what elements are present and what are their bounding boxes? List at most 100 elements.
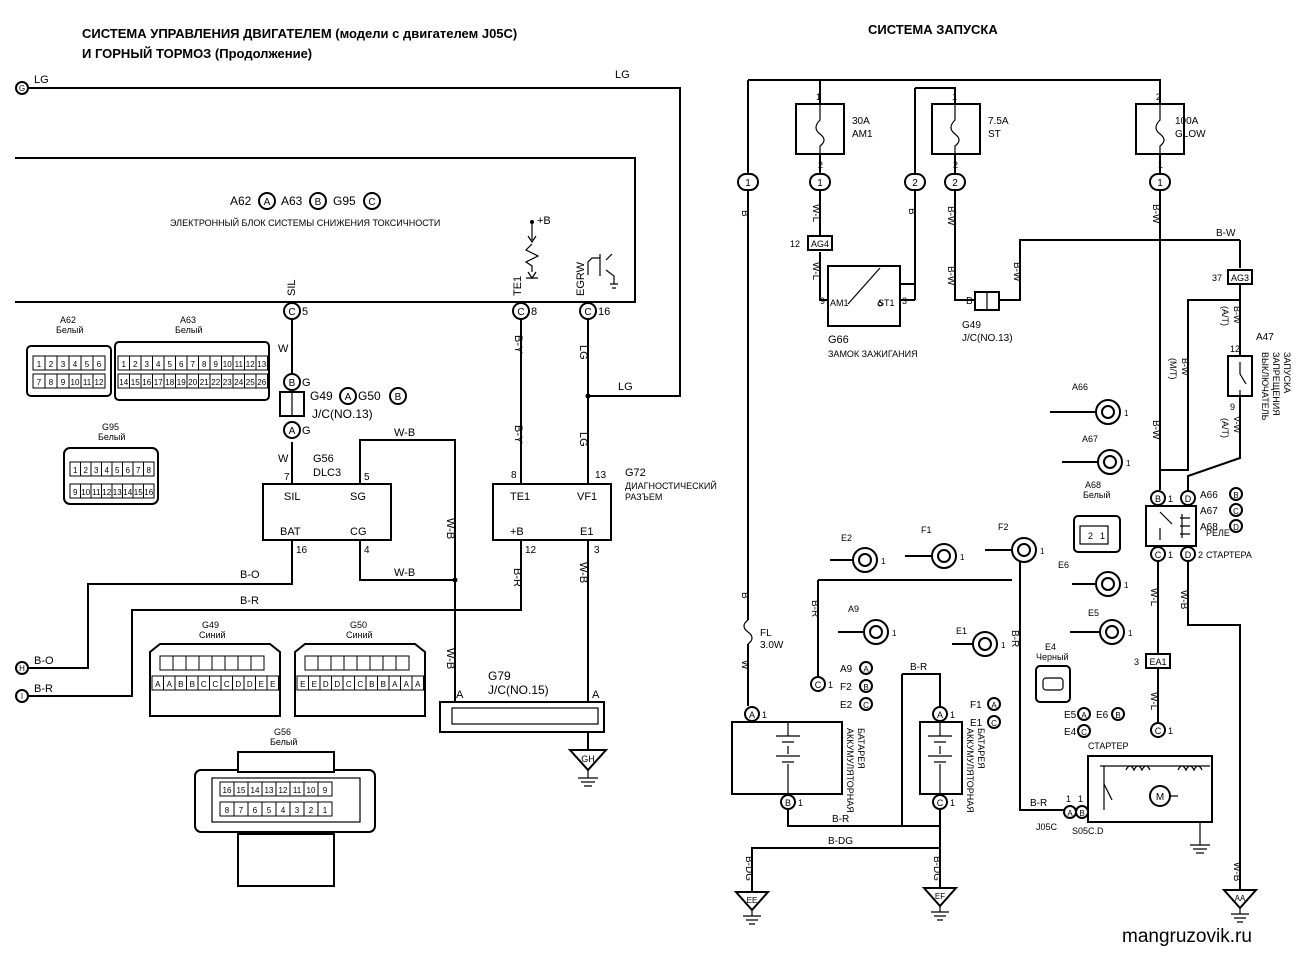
svg-text:A: A [991, 701, 997, 710]
svg-text:EA1: EA1 [1149, 657, 1166, 667]
fl-rating: 3.0W [760, 640, 784, 651]
right-title: СИСТЕМА ЗАПУСКА [868, 22, 998, 37]
svg-text:Синий: Синий [199, 630, 226, 640]
connector-pin [143, 483, 155, 499]
connector-pin-label: 14 [251, 786, 260, 795]
term-a9: A9 [848, 604, 859, 614]
connector-pin-label: 5 [168, 360, 173, 369]
connector-pin-label: 14 [119, 378, 128, 387]
svg-text:16: 16 [598, 306, 610, 318]
g49-jc-13-right: G49 J/C(NO.13) [962, 291, 1013, 344]
connector-pin-label: D [334, 680, 340, 689]
a47-start-inhibit-switch: 12 9 A47 ВЫКЛЮЧАТЕЛЬ ЗАПРЕЩЕНИЯ ЗАПУСКА [1227, 332, 1292, 421]
connector-pin-label: 7 [136, 466, 141, 475]
ag4-connector: AG4 12 [790, 235, 833, 251]
connector-pin-label: 2 [49, 360, 54, 369]
wire-vw: V-W [1232, 416, 1242, 434]
svg-text:S05C.D: S05C.D [1072, 826, 1104, 836]
svg-text:A: A [937, 710, 943, 720]
ring-terminal [937, 549, 951, 563]
svg-text:C: C [991, 719, 997, 728]
connector-pin-label: 10 [223, 360, 232, 369]
watermark-text: mangruzovik.ru [1122, 926, 1252, 947]
svg-text:Белый: Белый [270, 737, 297, 747]
svg-text:CG: CG [350, 526, 367, 538]
connector-pin-label: 6 [179, 360, 184, 369]
svg-text:E1: E1 [970, 718, 983, 729]
connector-pin-label: 8 [49, 378, 54, 387]
svg-text:Черный: Черный [1036, 652, 1068, 662]
wire-wl-3: W-L [1148, 588, 1159, 607]
connector-pin-label: 1 [323, 806, 328, 815]
fuse-30a-am1: 1 2 30A AM1 [795, 92, 873, 170]
svg-text:A: A [863, 665, 869, 674]
svg-text:BAT: BAT [280, 526, 301, 538]
connector-pin-label: 4 [281, 806, 286, 815]
br-to-left-battery [817, 579, 1012, 676]
lg-label-lower: LG [618, 381, 633, 393]
svg-text:D: D [1185, 494, 1192, 504]
svg-text:1: 1 [1168, 726, 1173, 736]
connector-pin [255, 373, 268, 389]
ecu-id-c: G95 [333, 194, 356, 208]
svg-text:G49: G49 [310, 389, 333, 403]
svg-text:+B: +B [510, 526, 524, 538]
connector-pin [250, 655, 265, 671]
svg-text:B: B [289, 378, 296, 389]
starter-motor: C 1 M СТАРТЕР E5 A E6 B E4 C A B J05C S0… [1036, 707, 1213, 836]
svg-text:7: 7 [284, 472, 290, 483]
svg-text:B: B [1233, 491, 1238, 500]
svg-text:1: 1 [828, 680, 833, 690]
connector-pin-label: B [190, 680, 195, 689]
connector-pin-label: 1 [37, 360, 42, 369]
connector-pin-label: 23 [223, 378, 232, 387]
wire-b-2: B [739, 592, 750, 599]
wire-wl-4: W-L [1148, 692, 1159, 711]
svg-text:C: C [863, 701, 869, 710]
svg-text:1: 1 [950, 798, 955, 808]
connector-pin [330, 655, 345, 671]
svg-text:1: 1 [950, 710, 955, 720]
lg-label-right: LG [615, 69, 630, 81]
svg-text:A63: A63 [180, 315, 196, 325]
svg-text:Синий: Синий [346, 630, 373, 640]
b-wire-st [900, 190, 916, 285]
br-label-1: B-R [240, 595, 259, 607]
connector-pin [255, 355, 268, 371]
svg-text:Белый: Белый [98, 432, 125, 442]
connector-pin [185, 655, 200, 671]
svg-text:E5: E5 [1064, 710, 1077, 721]
connector-pin-label: 4 [105, 466, 110, 475]
connector-pin-label: C [346, 680, 352, 689]
connector-pin-label: 1 [122, 360, 127, 369]
wire-bw-2: B-W [945, 266, 956, 286]
connector-pin-label: 13 [113, 488, 122, 497]
terminal-g-label: G [19, 84, 25, 93]
ring-terminal-pin: 1 [1124, 409, 1129, 418]
svg-text:1: 1 [1100, 531, 1105, 541]
connector-pin [92, 373, 106, 389]
connector-pin [343, 655, 358, 671]
connector-pin-label: 8 [225, 806, 230, 815]
ecu-pin-c16: C 16 [579, 302, 610, 320]
connector-pin-label: A [167, 680, 173, 689]
term-a67: A67 [1082, 434, 1098, 444]
connector-pin-label: B [369, 680, 374, 689]
svg-text:SG: SG [350, 491, 366, 503]
connector-pin [395, 655, 410, 671]
svg-text:9: 9 [1230, 402, 1235, 412]
svg-text:C: C [1081, 728, 1087, 737]
svg-text:1: 1 [1066, 794, 1071, 804]
connector-pin-label: 8 [147, 466, 152, 475]
svg-text:2: 2 [912, 178, 918, 189]
mt-label: (M/T) [1168, 358, 1178, 380]
lg-label-left: LG [34, 74, 49, 86]
st1-wire [900, 284, 916, 301]
left-title-line1: СИСТЕМА УПРАВЛЕНИЯ ДВИГАТЕЛЕМ (модели с … [82, 26, 517, 41]
svg-text:ВЫКЛЮЧАТЕЛЬ: ВЫКЛЮЧАТЕЛЬ [1260, 352, 1270, 421]
svg-text:C: C [815, 680, 822, 690]
connector-pin-label: 8 [202, 360, 207, 369]
svg-text:C: C [288, 307, 295, 318]
svg-text:AM1: AM1 [830, 298, 849, 308]
